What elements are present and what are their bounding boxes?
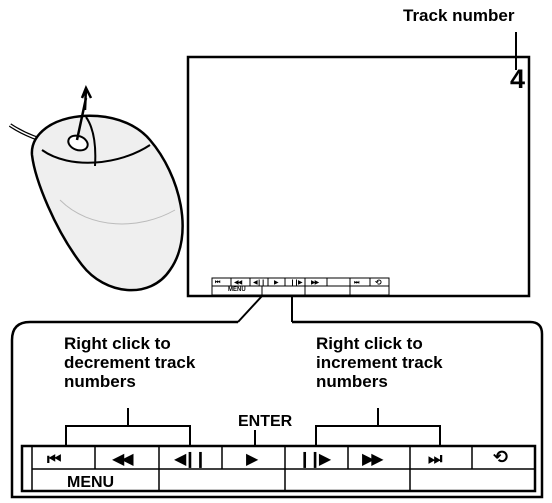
play-button[interactable]: ▶ — [246, 449, 258, 468]
control-strip — [20, 444, 537, 493]
increment-bracket — [315, 408, 441, 446]
step-forward-icon: ❙❙▶ — [298, 449, 331, 468]
track-number-value: 4 — [510, 64, 526, 94]
mini-rewind-icon: ◀◀ — [234, 279, 242, 286]
menu-button[interactable]: MENU — [67, 474, 115, 491]
enter-label: ENTER — [238, 413, 293, 430]
increment-line-1: Right click to — [316, 334, 423, 353]
mini-fast-forward-icon: ▶▶ — [311, 279, 319, 286]
step-back-button[interactable]: ◀❙❙ — [174, 449, 207, 468]
screen-frame — [186, 55, 531, 298]
decrement-instruction: Right click to decrement track numbers — [64, 334, 195, 391]
mini-skip-forward-icon: ⏭ — [354, 279, 360, 286]
zoom-line-left — [237, 295, 263, 323]
mini-control-strip — [211, 277, 390, 296]
skip-back-button[interactable]: ⏮ — [47, 449, 62, 469]
increment-line-2: increment track — [316, 353, 443, 372]
return-icon: ⟲ — [493, 447, 508, 468]
increment-instruction: Right click to increment track numbers — [316, 334, 443, 391]
mini-return-icon: ⟲ — [375, 278, 382, 287]
fast-forward-button[interactable]: ▶▶ — [362, 449, 384, 468]
mini-menu-label: MENU — [228, 287, 246, 293]
mini-step-forward-icon: ❙❙▶ — [290, 279, 303, 286]
rewind-button[interactable]: ◀◀ — [112, 449, 134, 468]
return-button[interactable]: ⟲ — [493, 447, 508, 468]
skip-forward-button[interactable]: ⏭ — [428, 449, 443, 469]
skip-forward-icon: ⏭ — [428, 449, 443, 468]
mouse-icon — [8, 84, 184, 292]
rewind-icon: ◀◀ — [112, 449, 134, 468]
mini-step-back-icon: ◀❙❙ — [253, 279, 266, 286]
play-icon: ▶ — [246, 449, 258, 468]
mini-play-icon: ▶ — [274, 279, 279, 286]
decrement-line-2: decrement track — [64, 353, 196, 372]
fast-forward-icon: ▶▶ — [362, 449, 384, 468]
decrement-line-1: Right click to — [64, 334, 171, 353]
step-back-icon: ◀❙❙ — [174, 449, 207, 468]
track-number-label: Track number — [403, 6, 515, 25]
step-forward-button[interactable]: ❙❙▶ — [298, 449, 331, 468]
decrement-bracket — [65, 408, 191, 446]
callout-box — [10, 320, 544, 499]
decrement-line-3: numbers — [64, 372, 136, 391]
mini-skip-back-icon: ⏮ — [215, 279, 221, 286]
skip-back-icon: ⏮ — [47, 449, 62, 468]
increment-line-3: numbers — [316, 372, 388, 391]
